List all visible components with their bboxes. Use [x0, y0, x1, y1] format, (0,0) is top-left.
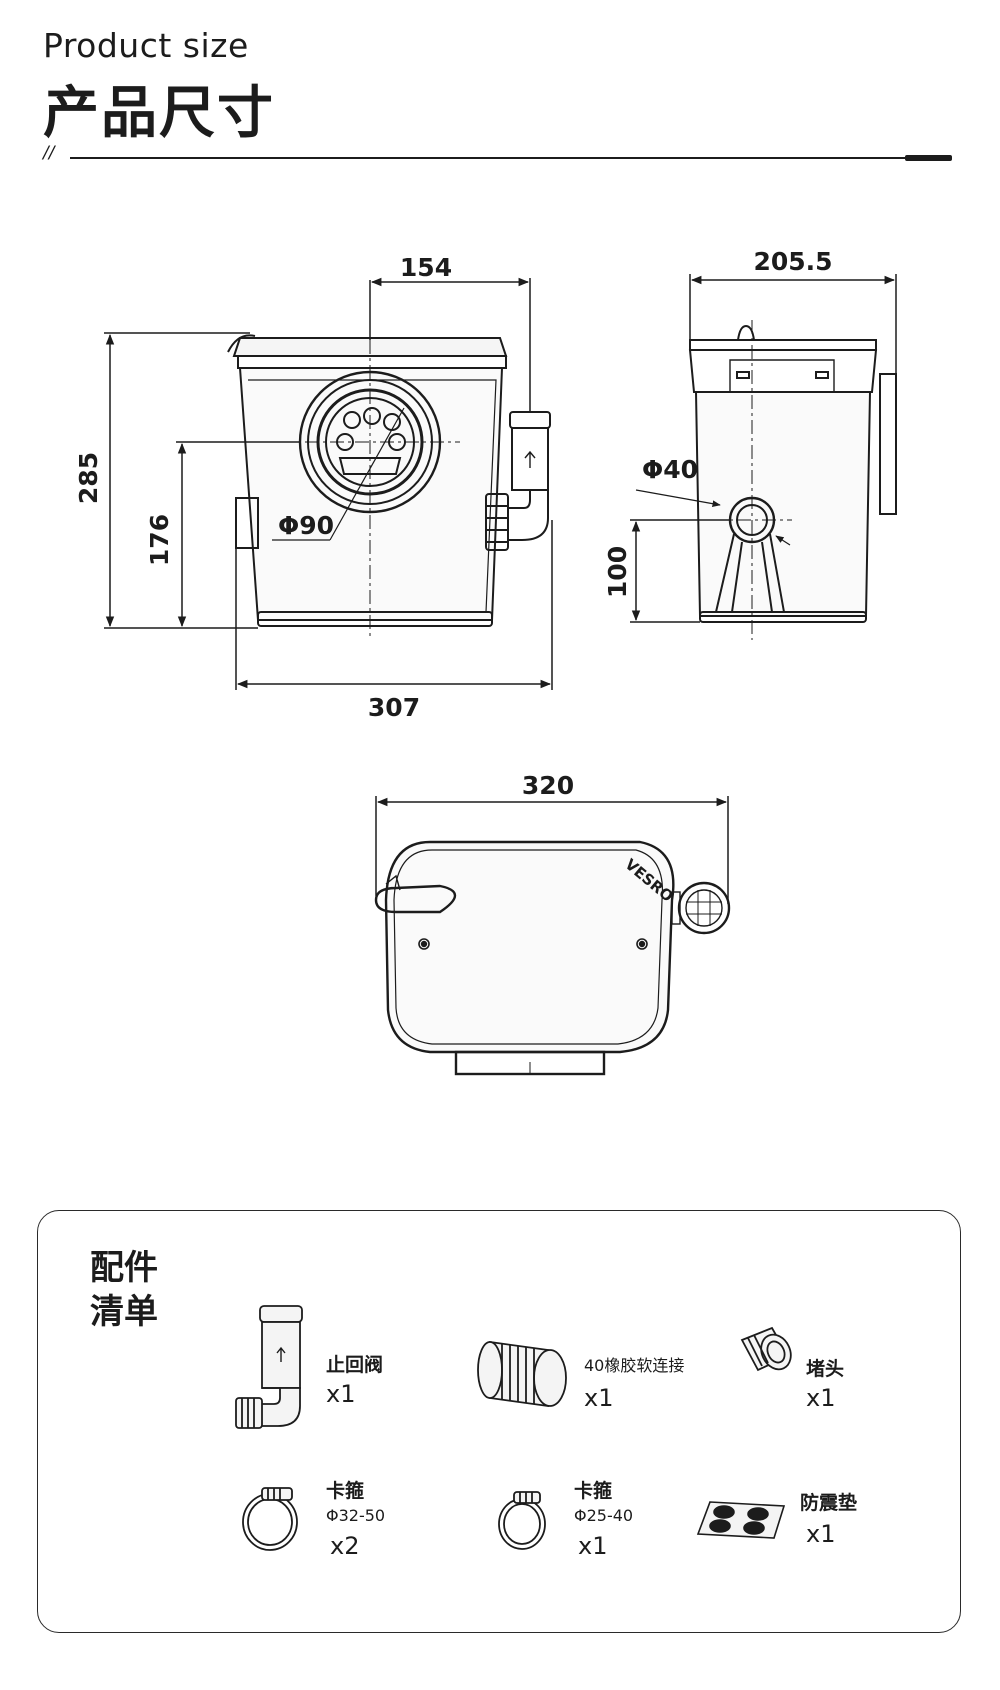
dim-top-width: 320	[522, 771, 574, 800]
top-dimensions	[375, 796, 729, 904]
section-title-cn: 产品尺寸	[43, 81, 275, 146]
section-title-en: Product size	[43, 26, 249, 65]
accessory-label-2: 40橡胶软连接	[584, 1356, 685, 1375]
accessory-label-1: 止回阀	[326, 1354, 384, 1376]
header-divider-accent	[905, 155, 952, 161]
dim-front-height: 285	[74, 452, 103, 504]
accessory-label-4: 卡箍	[326, 1480, 365, 1502]
dim-front-inlet-height: 176	[145, 514, 174, 566]
dim-side-outlet-diameter: Φ40	[642, 455, 698, 484]
accessory-spec-4: Φ32-50	[326, 1506, 386, 1525]
accessory-qty-5: x1	[578, 1532, 608, 1560]
dim-side-outlet-height: 100	[603, 546, 632, 598]
side-view	[635, 320, 897, 640]
accessory-spec-5: Φ25-40	[574, 1506, 634, 1525]
dim-side-width: 205.5	[753, 247, 832, 276]
top-view	[374, 840, 731, 1076]
side-dimensions	[630, 274, 897, 623]
dim-front-width: 307	[368, 693, 420, 722]
slash-mark: //	[43, 143, 55, 163]
accessories-title: 配件 清单	[90, 1246, 158, 1334]
check-valve-icon	[235, 1305, 303, 1429]
front-view	[227, 290, 551, 640]
anti-vibration-pad-icon	[696, 1501, 786, 1539]
accessory-label-6: 防震垫	[800, 1492, 858, 1514]
accessory-qty-6: x1	[806, 1520, 836, 1548]
accessory-qty-3: x1	[806, 1384, 836, 1412]
technical-drawings: 154 285 176 Φ90 307 205.5 Φ40 100	[74, 247, 897, 1076]
accessory-qty-4: x2	[330, 1532, 360, 1560]
accessories-title-line2: 清单	[90, 1292, 158, 1332]
rubber-connector-icon	[477, 1340, 567, 1408]
front-dimensions	[104, 277, 553, 690]
accessory-qty-1: x1	[326, 1380, 356, 1408]
accessories-panel	[37, 1210, 961, 1633]
hose-clamp-large-icon	[242, 1487, 298, 1551]
plug-icon	[740, 1326, 792, 1372]
dim-front-top: 154	[400, 253, 452, 282]
accessory-qty-2: x1	[584, 1384, 614, 1412]
accessories-title-line1: 配件	[90, 1248, 158, 1288]
accessory-label-5: 卡箍	[574, 1480, 613, 1502]
accessory-label-3: 堵头	[806, 1358, 845, 1380]
header-divider	[70, 157, 920, 159]
dim-front-inlet-diameter: Φ90	[278, 511, 334, 540]
hose-clamp-small-icon	[498, 1491, 546, 1550]
